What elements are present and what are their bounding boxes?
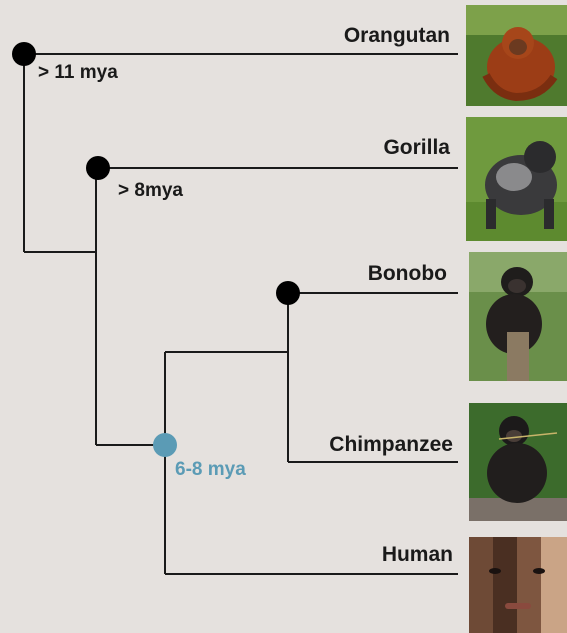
node-bonobo-chimp-split [276,281,300,305]
label-human: Human [382,544,453,565]
age-gorilla-split: > 8mya [118,181,183,200]
node-gorilla-split [86,156,110,180]
label-bonobo: Bonobo [368,263,447,284]
gorilla-photo [466,117,567,241]
tree-branches [24,54,458,574]
chimpanzee-photo [469,403,567,521]
human-face-photo [469,537,567,633]
label-chimpanzee: Chimpanzee [329,434,453,455]
bonobo-photo [469,252,567,381]
label-orangutan: Orangutan [344,25,450,46]
age-human-split: 6-8 mya [175,460,246,479]
node-orangutan-split [12,42,36,66]
orangutan-photo [466,5,567,106]
age-orangutan-split: > 11 mya [38,63,118,82]
label-gorilla: Gorilla [383,137,450,158]
node-human-split [153,433,177,457]
